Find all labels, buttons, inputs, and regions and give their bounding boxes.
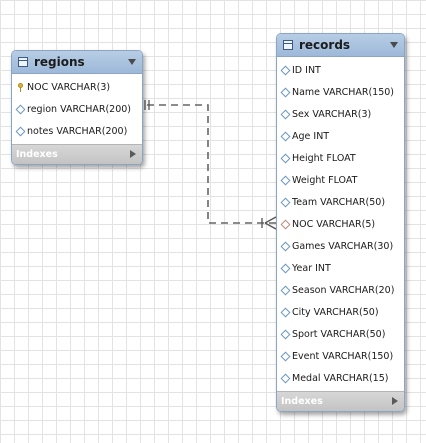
indexes-section[interactable]: Indexes (12, 144, 142, 164)
column-label: Games VARCHAR(30) (292, 240, 394, 252)
column-row[interactable]: Year INT (277, 257, 404, 279)
column-icon (280, 197, 291, 207)
column-label: Age INT (292, 130, 330, 142)
column-icon (280, 175, 291, 185)
column-label: NOC VARCHAR(5) (292, 218, 376, 230)
column-label: Weight FLOAT (292, 174, 358, 186)
column-row[interactable]: Games VARCHAR(30) (277, 235, 404, 257)
column-label: Height FLOAT (292, 152, 356, 164)
table-icon (18, 57, 28, 67)
column-label: NOC VARCHAR(3) (27, 81, 111, 93)
column-label: Season VARCHAR(20) (292, 284, 395, 296)
collapse-arrow-icon[interactable] (390, 42, 398, 48)
column-label: Medal VARCHAR(15) (292, 372, 389, 384)
table-header[interactable]: regions (12, 51, 142, 74)
column-label: Sport VARCHAR(50) (292, 328, 386, 340)
expand-arrow-icon[interactable] (392, 397, 398, 405)
indexes-label: Indexes (16, 149, 58, 160)
column-list: ID INT Name VARCHAR(150) Sex VARCHAR(3) … (277, 57, 404, 391)
column-label: Team VARCHAR(50) (292, 196, 386, 208)
crowfoot-lower (264, 222, 277, 230)
column-icon (280, 109, 291, 119)
column-icon (280, 351, 291, 361)
column-row[interactable]: Team VARCHAR(50) (277, 191, 404, 213)
column-row[interactable]: ID INT (277, 59, 404, 81)
indexes-label: Indexes (281, 396, 323, 407)
column-row[interactable]: City VARCHAR(50) (277, 301, 404, 323)
relationship-line (147, 104, 276, 224)
column-icon (15, 104, 26, 114)
column-label: Event VARCHAR(150) (292, 350, 394, 362)
column-icon (280, 153, 291, 163)
column-label: City VARCHAR(50) (292, 306, 379, 318)
column-icon (280, 131, 291, 141)
foreign-key-icon (280, 219, 291, 229)
column-label: region VARCHAR(200) (27, 103, 132, 115)
column-icon (280, 307, 291, 317)
column-row[interactable]: region VARCHAR(200) (12, 98, 142, 120)
column-icon (280, 241, 291, 251)
table-title: regions (34, 55, 85, 69)
table-title: records (299, 38, 351, 52)
column-icon (280, 87, 291, 97)
table-records[interactable]: records ID INT Name VARCHAR(150) Sex VAR… (276, 33, 405, 412)
collapse-arrow-icon[interactable] (128, 59, 136, 65)
column-row[interactable]: NOC VARCHAR(3) (12, 76, 142, 98)
primary-key-icon (17, 82, 24, 92)
column-row[interactable]: Name VARCHAR(150) (277, 81, 404, 103)
table-header[interactable]: records (277, 34, 404, 57)
indexes-section[interactable]: Indexes (277, 391, 404, 411)
column-icon (280, 263, 291, 273)
column-row[interactable]: Event VARCHAR(150) (277, 345, 404, 367)
table-regions[interactable]: regions NOC VARCHAR(3) region VARCHAR(20… (11, 50, 143, 165)
expand-arrow-icon[interactable] (130, 150, 136, 158)
column-icon (15, 126, 26, 136)
column-icon (280, 65, 291, 75)
column-row[interactable]: Height FLOAT (277, 147, 404, 169)
column-label: Year INT (292, 262, 331, 274)
column-row[interactable]: Age INT (277, 125, 404, 147)
column-row[interactable]: Sport VARCHAR(50) (277, 323, 404, 345)
column-row[interactable]: notes VARCHAR(200) (12, 120, 142, 142)
column-list: NOC VARCHAR(3) region VARCHAR(200) notes… (12, 74, 142, 144)
column-label: ID INT (292, 64, 321, 76)
column-row[interactable]: NOC VARCHAR(5) (277, 213, 404, 235)
column-row[interactable]: Season VARCHAR(20) (277, 279, 404, 301)
column-icon (280, 329, 291, 339)
column-icon (280, 285, 291, 295)
column-row[interactable]: Weight FLOAT (277, 169, 404, 191)
column-label: Sex VARCHAR(3) (292, 108, 372, 120)
table-icon (283, 40, 293, 50)
column-icon (280, 373, 291, 383)
column-label: notes VARCHAR(200) (27, 125, 128, 137)
crowfoot-upper (264, 216, 277, 224)
column-row[interactable]: Medal VARCHAR(15) (277, 367, 404, 389)
column-label: Name VARCHAR(150) (292, 86, 394, 98)
column-row[interactable]: Sex VARCHAR(3) (277, 103, 404, 125)
